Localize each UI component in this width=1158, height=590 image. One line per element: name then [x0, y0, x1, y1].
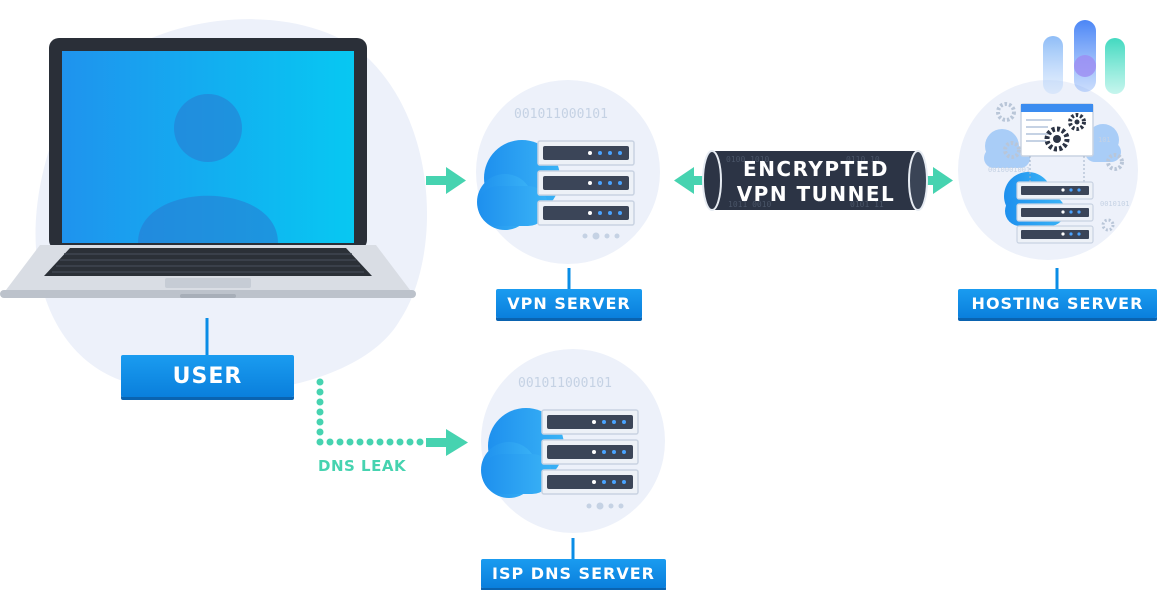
vpn-server-binary: 001011000101	[514, 107, 608, 122]
user-avatar-icon	[138, 94, 278, 243]
svg-text:0010101: 0010101	[1100, 200, 1130, 208]
tunnel-label-line2: VPN TUNNEL	[736, 182, 896, 206]
user-to-vpn-arrow	[426, 167, 466, 194]
user-label: USER	[121, 355, 294, 397]
hosting-server-node: 0010001001 101 0010101	[958, 20, 1138, 289]
vpn-tunnel: 0100 1010 0110 10 1011 0010 0101 11	[702, 150, 928, 211]
isp-dns-server-binary: 001011000101	[518, 376, 612, 391]
user-node	[0, 19, 428, 394]
vpn-server-node: 001011000101	[476, 80, 660, 289]
server-rack-icon	[541, 409, 639, 495]
vpn-server-label: VPN SERVER	[496, 289, 642, 318]
dns-leak-path	[316, 378, 468, 456]
server-rack-icon	[1016, 181, 1094, 244]
server-rack-icon	[537, 140, 635, 226]
dns-leak-label: DNS LEAK	[318, 457, 407, 475]
svg-text:0110 10: 0110 10	[846, 155, 880, 164]
tunnel-label: ENCRYPTED VPN TUNNEL	[718, 157, 914, 207]
laptop-icon	[0, 38, 416, 298]
svg-text:0100 1010: 0100 1010	[726, 155, 770, 164]
logo-bars-icon	[1043, 20, 1125, 94]
hosting-server-label: HOSTING SERVER	[958, 289, 1157, 318]
isp-dns-server-label: ISP DNS SERVER	[481, 559, 666, 588]
svg-text:1011 0010: 1011 0010	[728, 200, 772, 209]
isp-dns-server-node: 001011000101	[481, 349, 665, 559]
svg-text:0010001001: 0010001001	[988, 166, 1030, 174]
tunnel-label-line1: ENCRYPTED	[743, 157, 889, 181]
svg-text:101: 101	[1098, 136, 1111, 144]
gear-icon	[996, 102, 1124, 232]
svg-text:0101 11: 0101 11	[850, 200, 884, 209]
